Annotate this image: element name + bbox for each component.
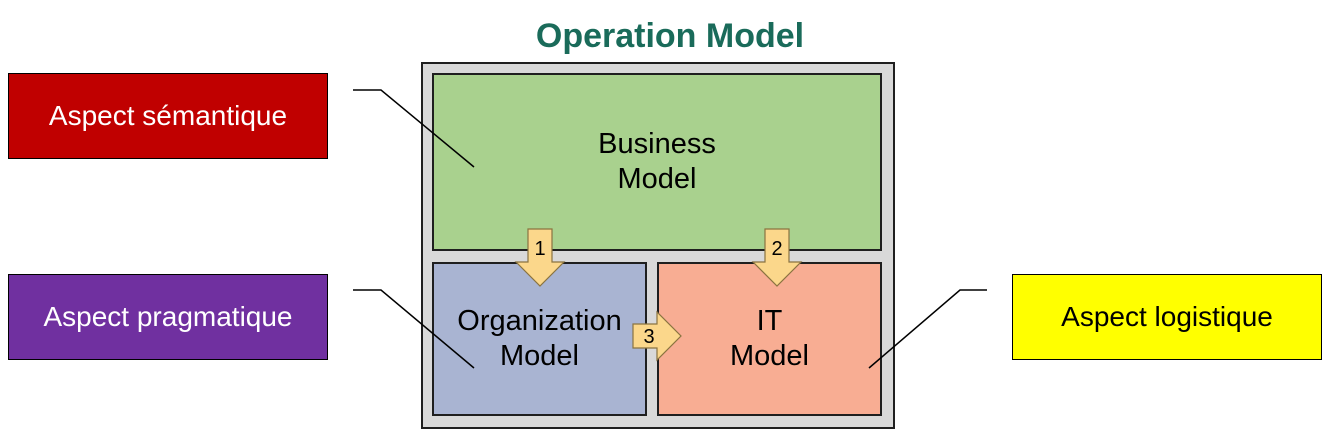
aspect-logistic-label: Aspect logistique	[1061, 301, 1273, 332]
aspect-pragmatic-box: Aspect pragmatique	[8, 274, 328, 360]
it-model-line2: Model	[730, 340, 809, 372]
aspect-pragmatic-label: Aspect pragmatique	[43, 301, 293, 332]
organization-model-line1: Organization	[457, 305, 622, 338]
pragmatic-connector-line	[353, 289, 475, 369]
arrow-1-shape	[514, 228, 566, 287]
business-model-line1: Business	[598, 128, 716, 161]
arrow-2: 2	[751, 228, 803, 287]
aspect-semantic-label: Aspect sémantique	[48, 100, 288, 131]
business-model-box: Business Model	[432, 73, 882, 251]
it-model-line1: IT	[756, 305, 783, 338]
arrow-3-shape	[632, 310, 682, 362]
arrow-3-label: 3	[643, 326, 654, 348]
business-model-line2: Model	[617, 163, 697, 195]
arrow-1-label: 1	[534, 238, 545, 260]
aspect-semantic-box: Aspect sémantique	[8, 73, 328, 159]
organization-model-line2: Model	[500, 340, 579, 372]
semantic-connector-line	[353, 89, 475, 168]
aspect-logistic-box: Aspect logistique	[1012, 274, 1322, 360]
logistic-connector-line	[868, 289, 987, 369]
organization-model-box: Organization Model	[432, 262, 647, 416]
diagram-title: Operation Model	[535, 16, 805, 55]
it-model-box: IT Model	[657, 262, 882, 416]
arrow-3: 3	[632, 310, 682, 362]
arrow-1: 1	[514, 228, 566, 287]
arrow-2-shape	[751, 228, 803, 287]
arrow-2-label: 2	[771, 238, 782, 260]
